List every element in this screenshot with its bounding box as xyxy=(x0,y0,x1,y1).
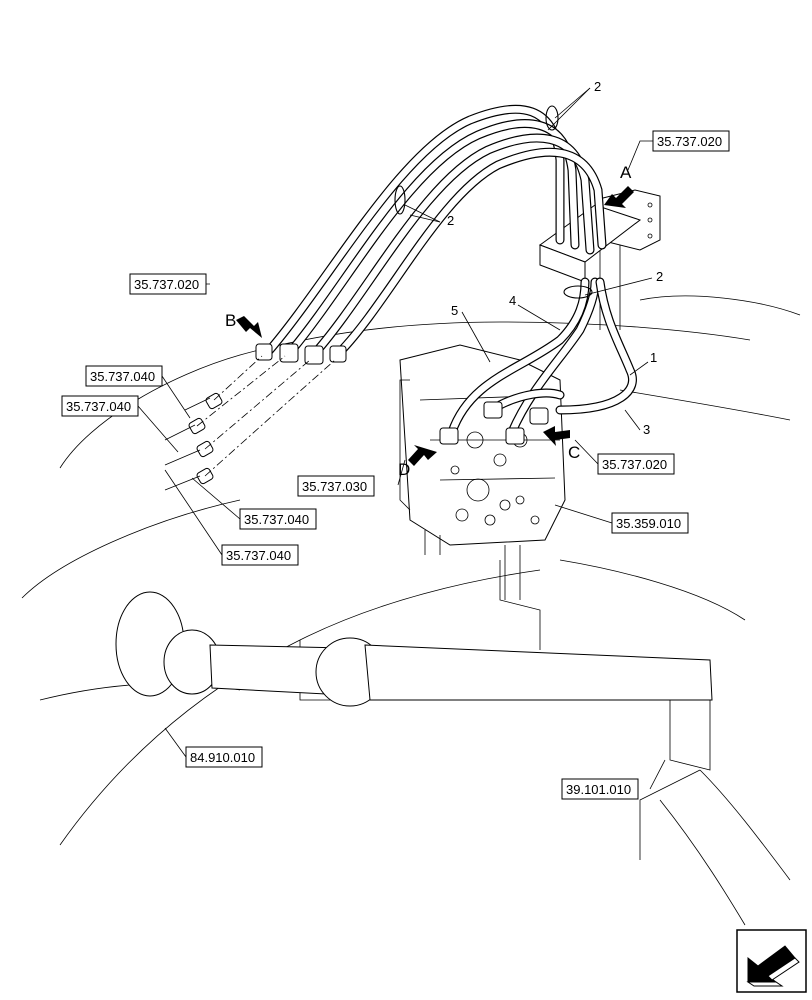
callout-2-middle: 2 xyxy=(447,213,454,228)
svg-text:35.737.040: 35.737.040 xyxy=(90,369,155,384)
quick-couplers xyxy=(164,355,336,491)
navigation-arrow-icon[interactable] xyxy=(736,929,807,993)
view-letter-c: C xyxy=(568,443,580,462)
view-letters: A B C D xyxy=(225,163,632,479)
ref-box-35-737-040-a[interactable]: 35.737.040 xyxy=(85,365,163,387)
ref-box-35-737-040-b[interactable]: 35.737.040 xyxy=(61,395,139,417)
axle-cylinder xyxy=(115,560,713,771)
leader-lines xyxy=(137,87,666,790)
svg-text:35.359.010: 35.359.010 xyxy=(616,516,681,531)
svg-text:84.910.010: 84.910.010 xyxy=(190,750,255,765)
ref-box-35-737-020-right[interactable]: 35.737.020 xyxy=(597,453,675,475)
svg-text:35.737.040: 35.737.040 xyxy=(66,399,131,414)
svg-text:35.737.040: 35.737.040 xyxy=(244,512,309,527)
callout-2-top: 2 xyxy=(594,79,601,94)
ref-box-84-910-010[interactable]: 84.910.010 xyxy=(185,746,263,768)
ref-box-35-737-030[interactable]: 35.737.030 xyxy=(297,475,375,497)
hydraulic-hoses xyxy=(263,104,637,437)
callout-5: 5 xyxy=(451,303,458,318)
ref-box-35-737-040-d[interactable]: 35.737.040 xyxy=(221,544,299,566)
view-letter-d: D xyxy=(398,460,410,479)
ref-box-35-359-010[interactable]: 35.359.010 xyxy=(611,512,689,534)
callout-numbers: 2 2 2 4 5 1 3 xyxy=(447,79,663,437)
svg-text:35.737.020: 35.737.020 xyxy=(602,457,667,472)
view-direction-arrow-icon xyxy=(236,186,634,466)
ref-box-35-737-020-top[interactable]: 35.737.020 xyxy=(652,130,730,152)
ref-box-35-737-020-left[interactable]: 35.737.020 xyxy=(129,273,207,295)
svg-text:35.737.040: 35.737.040 xyxy=(226,548,291,563)
svg-text:35.737.020: 35.737.020 xyxy=(134,277,199,292)
ref-box-39-101-010[interactable]: 39.101.010 xyxy=(561,778,639,800)
callout-2-right: 2 xyxy=(656,269,663,284)
svg-text:39.101.010: 39.101.010 xyxy=(566,782,631,797)
callout-1: 1 xyxy=(650,350,657,365)
hose-fittings xyxy=(255,343,549,445)
svg-text:35.737.020: 35.737.020 xyxy=(657,134,722,149)
ref-box-35-737-040-c[interactable]: 35.737.040 xyxy=(239,508,317,530)
view-letter-b: B xyxy=(225,311,236,330)
callout-4: 4 xyxy=(509,293,516,308)
svg-text:35.737.030: 35.737.030 xyxy=(302,479,367,494)
callout-3: 3 xyxy=(643,422,650,437)
view-letter-a: A xyxy=(620,163,632,182)
